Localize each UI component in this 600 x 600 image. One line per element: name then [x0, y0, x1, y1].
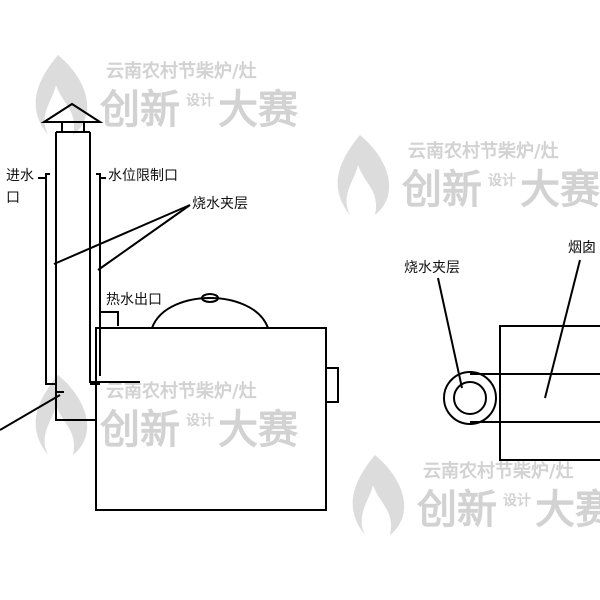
chimney-cap: [40, 102, 104, 123]
label-water-inlet-line1: 进水: [6, 168, 34, 184]
label-water-jacket-right: 烧水夹层: [404, 260, 460, 276]
watermark-top-line: 云南农村节柴炉/灶: [106, 380, 257, 402]
watermark-main-right: 大赛: [218, 87, 299, 133]
pot-lid-knob: [201, 293, 219, 303]
chimney-inner-ring: [453, 381, 487, 415]
watermark-main-left: 创新: [100, 407, 180, 453]
leader-jacket-2: [97, 204, 191, 271]
flame-icon: [337, 135, 390, 215]
leader-chimney-right: [544, 259, 581, 399]
top-view: 烧水夹层 烟囱: [404, 240, 600, 461]
cooking-pot: [151, 296, 269, 329]
watermark-main-mid: 设计: [503, 492, 531, 509]
watermark-bottom-right: 云南农村节柴炉/灶 创新 设计 大赛: [352, 455, 600, 535]
stove-body: [95, 327, 327, 511]
watermark-main-left: 创新: [417, 487, 497, 533]
watermark-main-left: 创新: [100, 87, 180, 133]
stove-body-top-view: [499, 325, 600, 461]
watermark-main-mid: 设计: [186, 412, 214, 429]
watermark-main-mid: 设计: [186, 92, 214, 109]
flame-icon: [35, 55, 88, 135]
watermark-top-line: 云南农村节柴炉/灶: [106, 60, 257, 82]
watermark-main-right: 大赛: [218, 407, 299, 453]
label-chimney-right: 烟囱: [568, 240, 596, 256]
chimney-flue-right-wall: [89, 132, 140, 383]
water-jacket-right-wall: [96, 173, 101, 376]
water-jacket-outer-ring: [443, 371, 497, 425]
flame-icon: [352, 455, 405, 535]
watermark-top-left: 云南农村节柴炉/灶 创新 设计 大赛: [35, 55, 299, 135]
watermark-top-line: 云南农村节柴炉/灶: [423, 460, 574, 482]
label-water-jacket-left: 烧水夹层: [192, 196, 248, 212]
flame-icon: [35, 375, 88, 455]
side-view: 进水 口 水位限制口 烧水夹层 热水出口: [0, 102, 339, 511]
leader-lower-left: [0, 394, 61, 431]
watermark-mid-left: 云南农村节柴炉/灶 创新 设计 大赛: [35, 375, 299, 455]
label-water-inlet-line2: 口: [6, 190, 20, 206]
water-jacket-left-wall: [45, 173, 56, 385]
watermark-mid-right: 云南农村节柴炉/灶 创新 设计 大赛: [337, 135, 600, 215]
watermark-main-right: 大赛: [535, 487, 600, 533]
watermark-main-right: 大赛: [520, 167, 600, 213]
label-hot-water-outlet: 热水出口: [106, 292, 162, 308]
watermark-main-mid: 设计: [488, 172, 516, 189]
watermark-top-line: 云南农村节柴炉/灶: [408, 140, 559, 162]
stove-side-door: [325, 367, 339, 403]
leader-jacket-1: [53, 204, 191, 265]
watermark-main-left: 创新: [402, 167, 482, 213]
hot-water-outlet-pipe: [100, 311, 119, 326]
label-water-level-port: 水位限制口: [108, 168, 178, 184]
leader-jacket-right: [437, 277, 463, 389]
